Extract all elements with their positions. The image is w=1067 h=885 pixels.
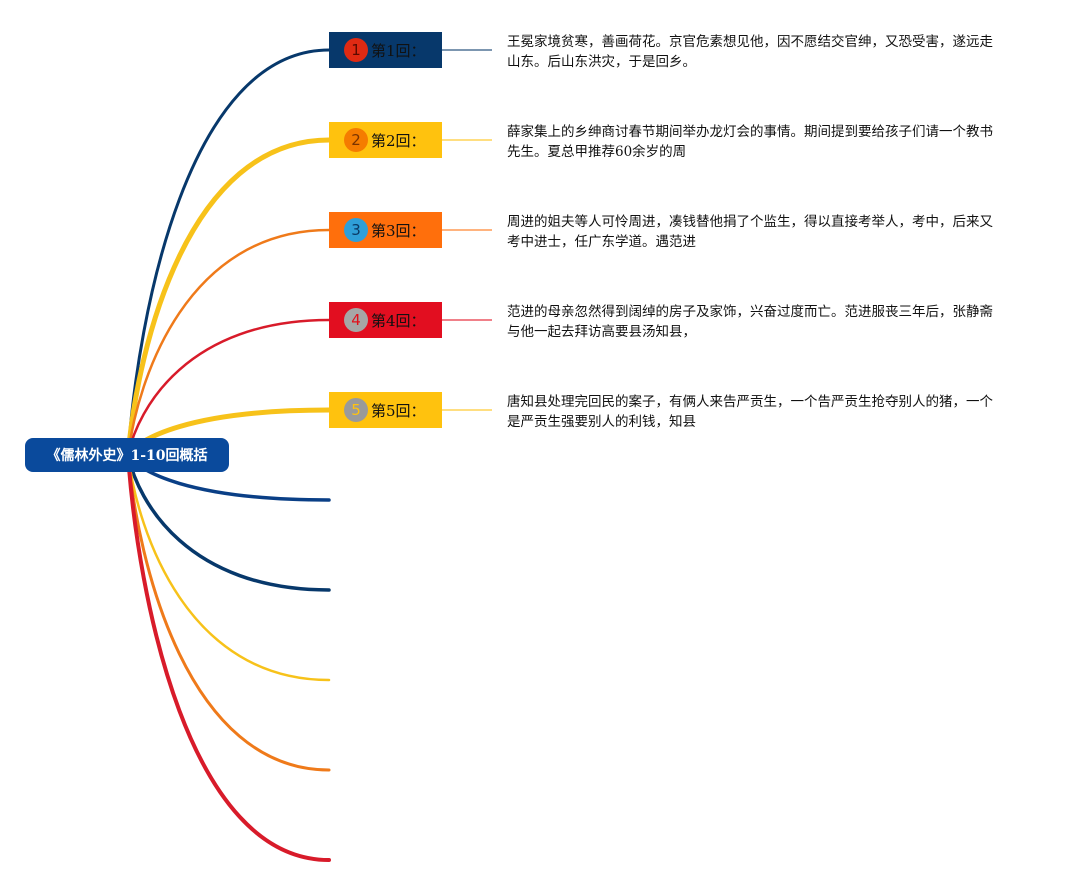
chapter-summary-3: 周进的姐夫等人可怜周进，凑钱替他捐了个监生，得以直接考举人，考中，后来又考中进士… — [507, 214, 993, 250]
empty-branch-10 — [126, 453, 331, 862]
chapter-number-badge: 4 — [344, 308, 368, 332]
empty-branch-9 — [126, 453, 331, 772]
chapter-summary-4: 范进的母亲忽然得到阔绰的房子及家饰，兴奋过度而亡。范进服丧三年后，张静斋与他一起… — [507, 304, 993, 340]
chapter-number-badge: 2 — [344, 128, 368, 152]
chapter-label: 第5回： — [371, 401, 426, 420]
root-title: 《儒林外史》1-10回概括 — [46, 448, 208, 464]
empty-branch-8 — [126, 453, 331, 682]
chapter-summary-1: 王冕家境贫寒，善画荷花。京官危素想见他，因不愿结交官绅，又恐受害，遂远走山东。后… — [507, 34, 993, 70]
chapter-label: 第2回： — [371, 131, 426, 150]
chapter-label: 第1回： — [371, 41, 426, 60]
root-topic[interactable]: 《儒林外史》1-10回概括 — [25, 438, 229, 472]
branch-chapter-2 — [125, 137, 332, 458]
chapter-label: 第3回： — [371, 221, 426, 240]
branch-chapter-4 — [126, 318, 331, 457]
chapter-summary-5: 唐知县处理完回民的案子，有俩人来告严贡生，一个告严贡生抢夺别人的猪，一个是严贡生… — [507, 394, 993, 430]
chapter-label: 第4回： — [371, 311, 426, 330]
chapter-number-badge: 5 — [344, 398, 368, 422]
chapter-number-badge: 1 — [344, 38, 368, 62]
branch-chapter-3 — [126, 228, 331, 457]
empty-branch-7 — [126, 453, 331, 592]
chapter-summary-2: 薛家集上的乡绅商讨春节期间举办龙灯会的事情。期间提到要给孩子们请一个教书先生。夏… — [507, 124, 993, 160]
chapter-number-badge: 3 — [344, 218, 368, 242]
